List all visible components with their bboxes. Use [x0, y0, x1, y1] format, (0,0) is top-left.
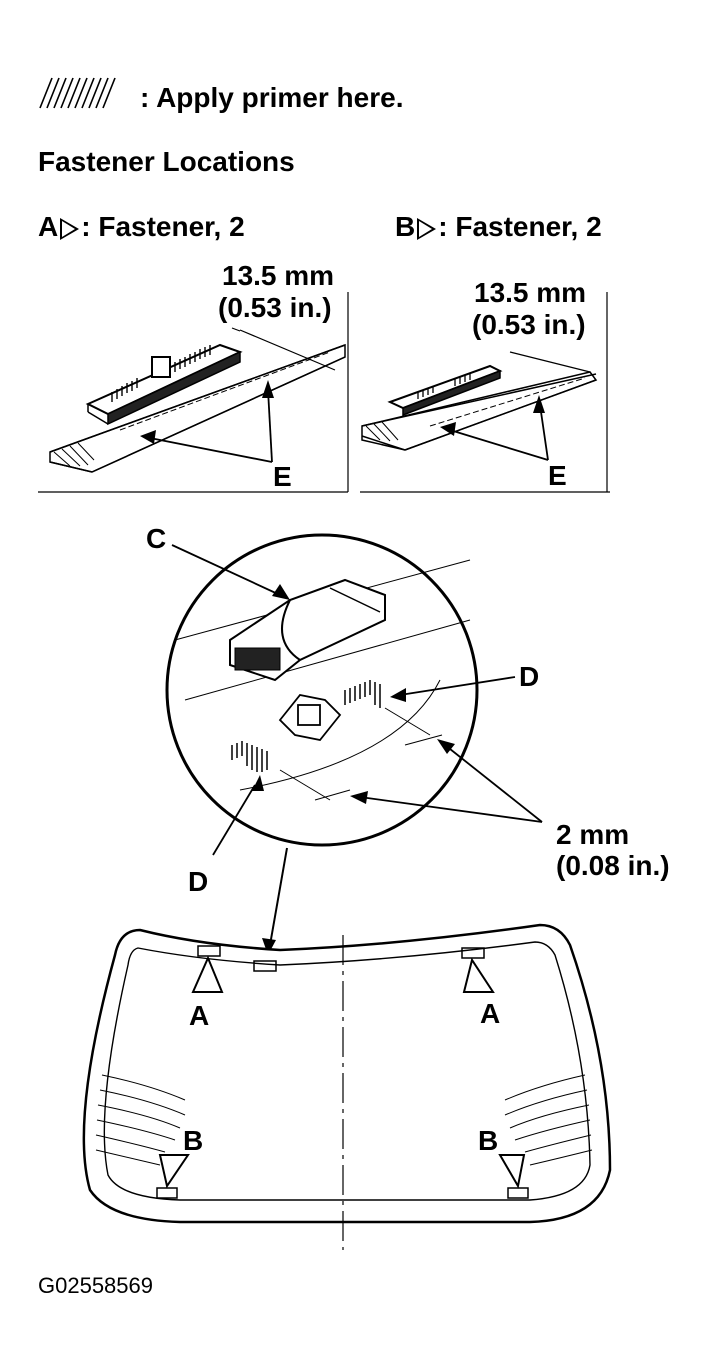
gap-dimension-in: (0.08 in.): [556, 850, 670, 881]
panel-b-dimension-mm: 13.5 mm: [474, 277, 587, 308]
primer-legend-text: : Apply primer here.: [140, 82, 404, 113]
panel-b-callout-e: E: [548, 460, 567, 491]
fastener-triangle-icon: [417, 217, 437, 240]
panel-b-label: : Fastener, 2: [438, 211, 602, 242]
window-marker-b-left: B: [183, 1125, 204, 1156]
window-marker-b-right: B: [478, 1125, 499, 1156]
detail-magnifier: [165, 533, 543, 946]
window-marker-a-left: A: [189, 1000, 210, 1031]
panel-b-arrows: [440, 395, 545, 436]
panel-a-arrows: [140, 380, 274, 444]
gap-dimension-mm: 2 mm: [556, 819, 630, 850]
panel-a-label: : Fastener, 2: [81, 211, 245, 242]
section-title: Fastener Locations: [38, 146, 295, 177]
figure-code: G02558569: [38, 1273, 153, 1298]
detail-arrows: [252, 584, 455, 955]
panel-a-dimension-mm: 13.5 mm: [222, 260, 335, 291]
window-marker-a-right: A: [480, 998, 501, 1029]
panel-a-callout-e: E: [273, 461, 292, 492]
hatch-swatch-icon: [39, 77, 116, 109]
panel-b-illustration: [360, 292, 610, 493]
panel-b-title: B : Fastener, 2: [395, 213, 602, 241]
detail-callout-d-right: D: [519, 661, 540, 692]
panel-b-dimension-in: (0.53 in.): [472, 309, 586, 340]
panel-a-dimension-in: (0.53 in.): [218, 292, 332, 323]
panel-a-title: A : Fastener, 2: [38, 213, 245, 241]
panel-a-letter: A: [38, 211, 59, 242]
panel-b-letter: B: [395, 211, 416, 242]
detail-callout-c: C: [146, 523, 167, 554]
detail-callout-d-left: D: [188, 866, 209, 897]
fastener-triangle-icon: [60, 217, 80, 240]
rear-window: [82, 923, 612, 1250]
panel-a-illustration: [38, 292, 349, 493]
